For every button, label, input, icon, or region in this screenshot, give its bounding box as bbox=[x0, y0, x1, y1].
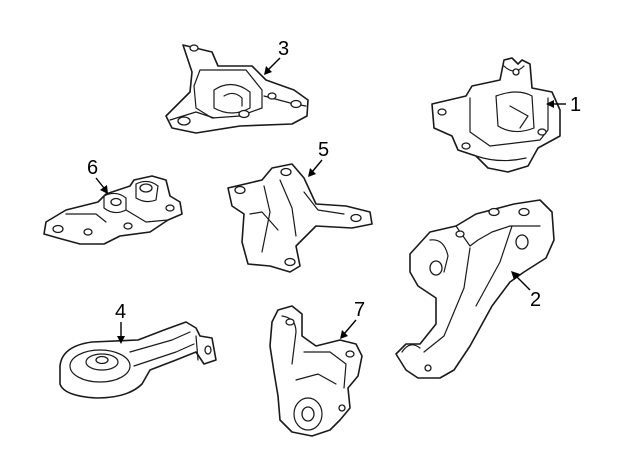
callout-7-label: 7 bbox=[354, 299, 365, 321]
part-1-engine-mount bbox=[431, 57, 561, 173]
part-3-transmission-mount bbox=[165, 44, 309, 134]
callout-5 bbox=[308, 159, 323, 177]
part-7-bracket bbox=[269, 305, 363, 437]
callout-6 bbox=[95, 177, 108, 194]
part-5-bracket bbox=[227, 163, 373, 273]
callout-7-arrowhead bbox=[340, 330, 348, 339]
callout-6-arrowhead bbox=[100, 185, 108, 194]
callout-7 bbox=[340, 319, 357, 339]
callout-1-label: 1 bbox=[570, 94, 581, 116]
part-2-large-bracket bbox=[395, 199, 555, 379]
callout-4-label: 4 bbox=[115, 301, 126, 323]
callout-3-label: 3 bbox=[278, 38, 289, 60]
callout-2-label: 2 bbox=[530, 289, 541, 311]
callout-6-label: 6 bbox=[87, 157, 98, 179]
callout-1 bbox=[546, 100, 566, 108]
callout-3 bbox=[264, 57, 281, 75]
callout-2 bbox=[511, 271, 531, 291]
callout-1-arrowhead bbox=[546, 100, 554, 108]
callout-2-arrowhead bbox=[511, 271, 520, 280]
callout-5-label: 5 bbox=[318, 139, 329, 161]
callout-4-arrowhead bbox=[117, 336, 125, 344]
callout-5-arrowhead bbox=[308, 168, 316, 177]
callout-3-arrowhead bbox=[264, 66, 272, 75]
callout-4 bbox=[117, 322, 125, 344]
part-6-bracket bbox=[43, 175, 183, 245]
part-4-torque-strut bbox=[59, 321, 217, 399]
